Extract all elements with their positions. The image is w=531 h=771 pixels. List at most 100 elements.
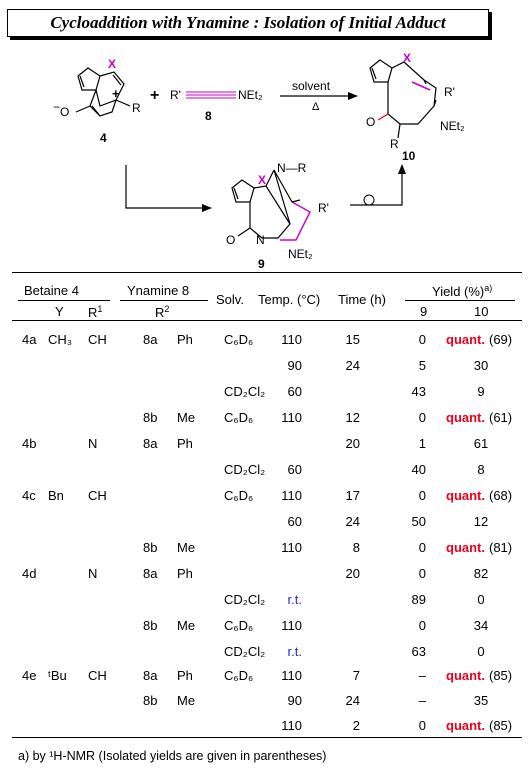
table-cell-y10: quant.(85) [446, 668, 512, 683]
table-cell-temp: 110 [281, 488, 302, 503]
table-cell-solv: CD₂Cl₂ [224, 462, 266, 477]
table-cell-ynamine: 8a [143, 332, 158, 347]
quant-label: quant. [446, 668, 485, 683]
table-cell-y: CH₃ [48, 332, 73, 347]
label-solvent: solvent [292, 79, 331, 93]
table-cell-time: 20 [345, 566, 360, 581]
compound-9 [231, 169, 311, 241]
table-cell-ynamine: 8b [143, 693, 158, 708]
table-cell-time: 17 [345, 488, 360, 503]
plus-sign: + [150, 87, 159, 104]
table-cell-y10: 9 [477, 384, 485, 399]
compound-4 [75, 67, 131, 117]
table-cell-r2: Ph [177, 668, 193, 683]
table-cell-y10: quant.(68) [446, 488, 512, 503]
table-cell-ynamine: 8b [143, 540, 158, 555]
label-4-plus: + [112, 86, 120, 101]
table-cell-cmpd: 4a [22, 332, 37, 347]
page-title: Cycloaddition with Ynamine : Isolation o… [50, 13, 446, 32]
table-cell-y9: 0 [418, 718, 426, 733]
table-cell-r2: Ph [177, 566, 193, 581]
table-cell-temp: 90 [287, 358, 302, 373]
header-r2: R2 [155, 304, 170, 320]
table-cell-temp: 90 [287, 693, 302, 708]
table-cell-y9: – [418, 668, 426, 683]
table-cell-solv: C₆D₆ [224, 668, 254, 683]
quant-label: quant. [446, 718, 485, 733]
table-cell-time: 15 [345, 332, 360, 347]
header-10: 10 [474, 304, 489, 319]
table-cell-y: Bn [48, 488, 64, 503]
table-cell-y10: quant.(61) [446, 410, 512, 425]
table-cell-time: 24 [345, 358, 360, 373]
label-4-x: X [108, 57, 116, 71]
table-cell-temp: 60 [287, 384, 302, 399]
table-cell-r1: N [88, 566, 98, 581]
table-cell-ynamine: 8b [143, 410, 158, 425]
table-cell-y10: 12 [473, 514, 489, 529]
table-cell-time: 2 [352, 718, 360, 733]
arrow-9-to-10 [350, 170, 403, 206]
label-4-minus: − [53, 100, 60, 114]
footnote: a) by ¹H-NMR (Isolated yields are given … [18, 749, 327, 763]
header-y: Y [55, 304, 64, 319]
quant-label: quant. [446, 332, 485, 347]
header-yield: Yield (%)a) [432, 283, 493, 299]
table-cell-y10: 30 [473, 358, 489, 373]
quant-label: quant. [446, 410, 485, 425]
table-cell-y9: 0 [418, 488, 426, 503]
header-r1: R1 [88, 304, 103, 320]
table-cell-r2: Me [177, 693, 196, 708]
label-9-nr: N—R [277, 161, 307, 175]
table-cell-time: 7 [352, 668, 360, 683]
table-cell-temp: r.t. [287, 644, 302, 659]
table-cell-y9: 0 [418, 540, 426, 555]
header-betaine: Betaine 4 [24, 283, 79, 298]
yield-underline [405, 300, 515, 301]
quant-label: quant. [446, 540, 485, 555]
table-cell-y9: – [418, 693, 426, 708]
compound-label-4: 4 [100, 131, 107, 145]
compound-label-10: 10 [402, 149, 416, 163]
table-cell-y9: 0 [418, 410, 426, 425]
title-box: Cycloaddition with Ynamine : Isolation o… [7, 9, 489, 37]
label-8-net2: NEt₂ [238, 88, 263, 102]
table-cell-r1: CH [88, 332, 107, 347]
table-cell-r2: Ph [177, 332, 193, 347]
isolated-yield: (85) [489, 718, 513, 733]
label-10-r: R [390, 137, 399, 151]
table-cell-temp: 110 [281, 332, 302, 347]
header-9: 9 [420, 304, 428, 319]
table-cell-y9: 0 [418, 332, 426, 347]
ynamine-underline [120, 300, 208, 301]
label-9-n: N [256, 233, 265, 247]
table-cell-solv: C₆D₆ [224, 618, 254, 633]
table-cell-y9: 63 [411, 644, 426, 659]
arrow-4-to-9 [125, 165, 206, 209]
header-time: Time (h) [338, 292, 386, 307]
quant-label: quant. [446, 488, 485, 503]
label-4-o: O [60, 105, 69, 119]
table-cell-y10: 0 [477, 592, 485, 607]
table-cell-y10: quant.(69) [446, 332, 512, 347]
label-10-rprime: R' [444, 85, 455, 99]
label-10-o: O [366, 115, 375, 129]
table-cell-y10: 82 [473, 566, 489, 581]
table-cell-y9: 43 [411, 384, 426, 399]
table-cell-cmpd: 4d [22, 566, 37, 581]
table-cell-solv: C₆D₆ [224, 410, 254, 425]
label-delta: Δ [312, 101, 320, 113]
table-cell-r2: Ph [177, 436, 193, 451]
table-header-rule [12, 320, 522, 321]
table-cell-temp: r.t. [287, 592, 302, 607]
label-9-net2: NEt₂ [288, 247, 313, 261]
alkyne [186, 91, 236, 99]
label-4-r: R [132, 101, 141, 115]
label-9-rprime: R' [318, 201, 329, 215]
table-cell-y9: 89 [411, 592, 426, 607]
table-cell-y10: quant.(81) [446, 540, 512, 555]
table-cell-ynamine: 8b [143, 618, 158, 633]
label-9-o: O [226, 233, 235, 247]
table-cell-time: 24 [345, 693, 360, 708]
table-cell-time: 8 [352, 540, 360, 555]
